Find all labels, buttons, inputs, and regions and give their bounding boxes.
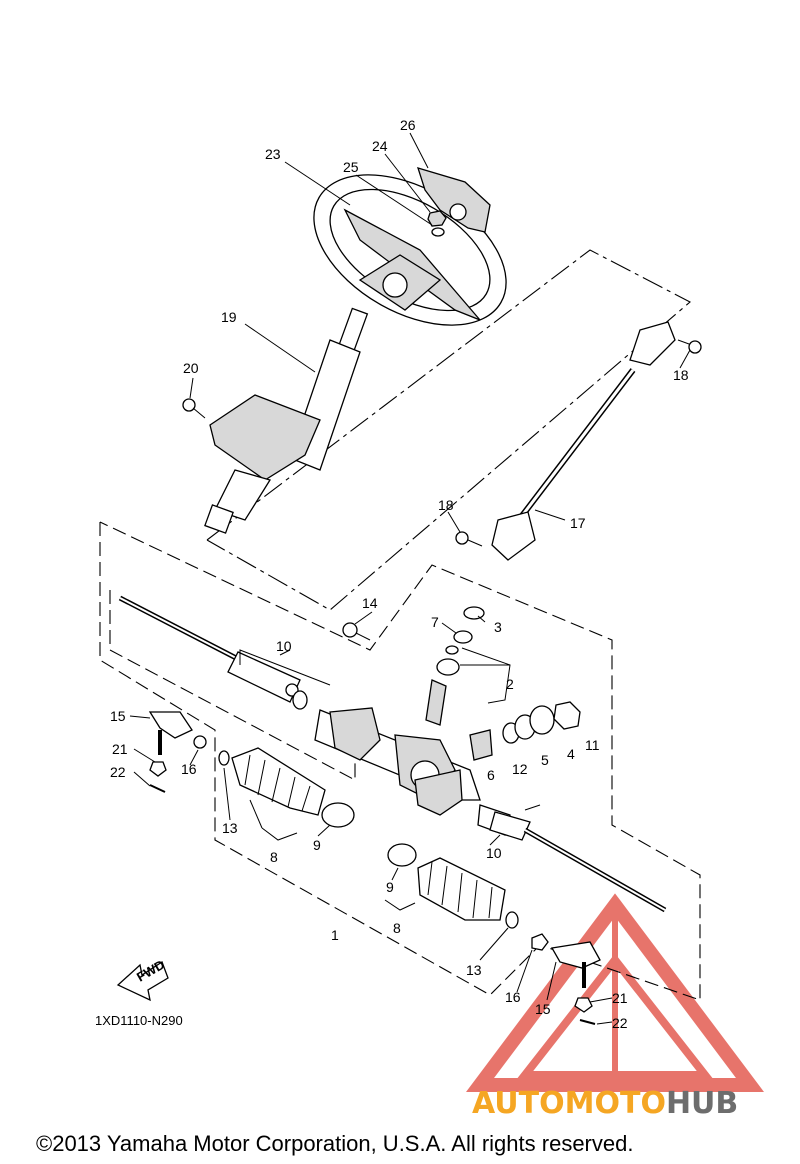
label-26: 26 — [400, 117, 416, 133]
label-19: 19 — [221, 309, 237, 325]
label-2: 2 — [506, 676, 514, 692]
label-21a: 21 — [112, 741, 128, 757]
bolt-18-top — [677, 339, 702, 354]
label-14: 14 — [362, 595, 378, 611]
steering-column — [204, 307, 369, 534]
label-4: 4 — [567, 746, 575, 762]
label-23: 23 — [265, 146, 281, 162]
label-13b: 13 — [466, 962, 482, 978]
adjuster-parts — [469, 701, 581, 761]
label-10b: 10 — [486, 845, 502, 861]
tie-rod-end-right — [531, 933, 601, 1025]
label-10a: 10 — [276, 638, 292, 654]
bolt-20 — [182, 398, 206, 419]
label-20: 20 — [183, 360, 199, 376]
label-3: 3 — [494, 619, 502, 635]
part-labels: 1 2 3 4 5 6 7 8 8 9 9 10 10 11 12 13 13 … — [110, 117, 689, 1031]
tie-rod-end-left — [148, 711, 207, 793]
label-1: 1 — [331, 927, 339, 943]
label-11: 11 — [585, 737, 600, 753]
label-21b: 21 — [612, 990, 628, 1006]
tie-rod-left — [118, 595, 308, 710]
label-9b: 9 — [386, 879, 394, 895]
label-7: 7 — [431, 614, 439, 630]
label-16b: 16 — [505, 989, 521, 1005]
watermark-triangle — [466, 893, 764, 1092]
label-25: 25 — [343, 159, 359, 175]
label-24: 24 — [372, 138, 388, 154]
shaft-boundary — [206, 249, 691, 611]
label-17: 17 — [570, 515, 586, 531]
horn-pad — [417, 167, 491, 237]
bolt-18-bottom — [455, 531, 483, 547]
rack-housing — [314, 707, 481, 816]
label-9a: 9 — [313, 837, 321, 853]
watermark-brand: AUTOMOTOHUB — [472, 1086, 738, 1121]
rack-boundary — [109, 590, 356, 781]
copyright-text: ©2013 Yamaha Motor Corporation, U.S.A. A… — [36, 1131, 633, 1156]
boot-right — [387, 843, 519, 929]
label-13a: 13 — [222, 820, 238, 836]
intermediate-shaft — [491, 321, 676, 561]
watermark-brand-part1: AUTOMOTO — [472, 1086, 666, 1121]
label-15b: 15 — [535, 1001, 551, 1017]
boot-left — [218, 747, 355, 828]
leader-lines — [129, 132, 691, 1025]
fwd-arrow-icon: FWD — [116, 957, 169, 1002]
label-22b: 22 — [612, 1015, 628, 1031]
label-8a: 8 — [270, 849, 278, 865]
label-12: 12 — [512, 761, 528, 777]
label-8b: 8 — [393, 920, 401, 936]
label-15a: 15 — [110, 708, 126, 724]
steering-wheel — [313, 174, 507, 326]
label-6: 6 — [487, 767, 495, 783]
bolt-14 — [342, 622, 371, 641]
label-5: 5 — [541, 752, 549, 768]
diagram-code: 1XD1110-N290 — [95, 1013, 183, 1028]
label-18a: 18 — [673, 367, 689, 383]
watermark-brand-part2: HUB — [666, 1086, 738, 1121]
label-22a: 22 — [110, 764, 126, 780]
assembly-boundary — [99, 521, 701, 1001]
pinion-parts — [425, 606, 485, 726]
label-16a: 16 — [181, 761, 197, 777]
label-18b: 18 — [438, 497, 454, 513]
tie-rod-right — [477, 804, 667, 913]
